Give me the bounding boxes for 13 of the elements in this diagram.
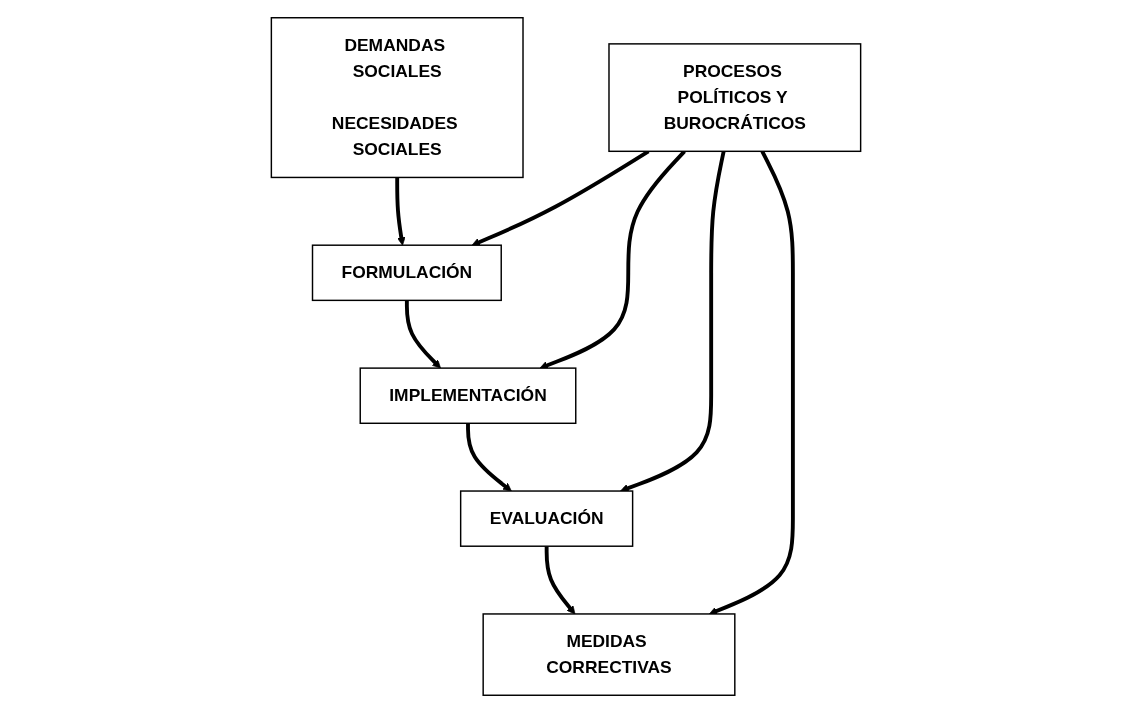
node-box: MEDIDAS CORRECTIVAS <box>482 613 736 696</box>
arrow <box>404 300 441 369</box>
node-box: PROCESOS POLÍTICOS Y BUROCRÁTICOS <box>608 43 862 153</box>
node-box: EVALUACIÓN <box>459 490 634 547</box>
arrow <box>544 546 576 615</box>
arrow <box>708 150 795 615</box>
arrow <box>395 177 406 246</box>
node-box: IMPLEMENTACIÓN <box>359 367 577 424</box>
node-box: DEMANDAS SOCIALES NECESIDADES SOCIALES <box>270 17 524 179</box>
node-box: FORMULACIÓN <box>311 244 502 302</box>
arrow <box>620 150 726 493</box>
arrow <box>539 150 686 370</box>
arrow <box>466 423 512 492</box>
